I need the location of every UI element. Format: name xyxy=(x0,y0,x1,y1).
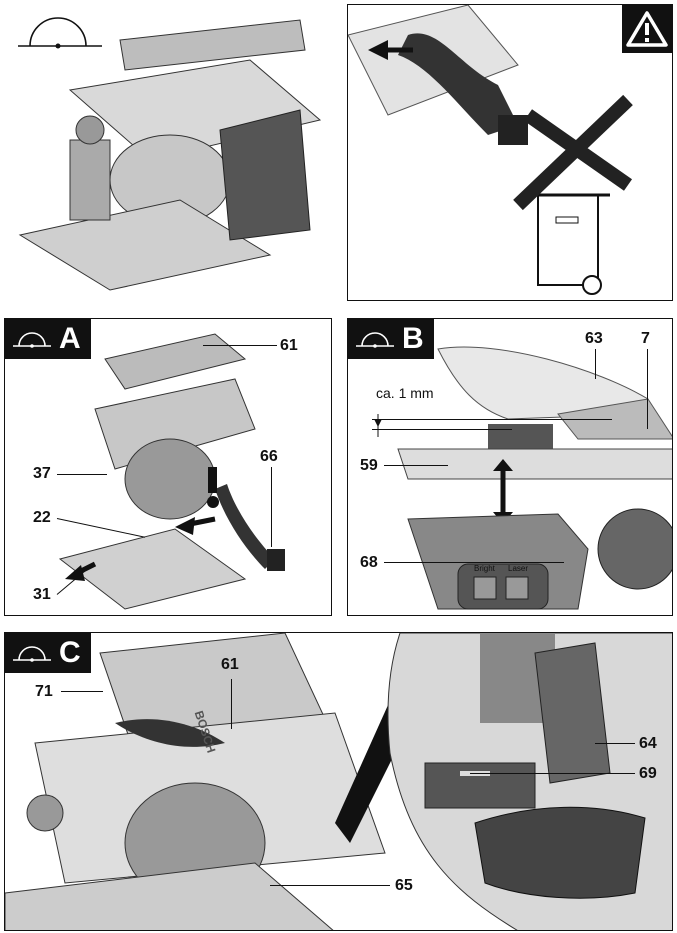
callout-71-c: 71 xyxy=(35,683,53,700)
figure-b-letter: B xyxy=(402,322,424,355)
gap-line-top xyxy=(372,419,612,420)
callout-71-leader-c xyxy=(61,691,103,692)
figure-c-drawing xyxy=(5,633,672,930)
gap-line-bottom xyxy=(372,429,512,430)
callout-66-leader-a xyxy=(271,467,272,547)
gap-annotation: ca. 1 mm xyxy=(376,385,434,401)
callout-61-a: 61 xyxy=(280,337,298,354)
figure-c-label: C xyxy=(5,633,91,673)
callout-64-leader-c xyxy=(595,743,635,744)
figure-b-panel: B ca. 1 mm Bright Laser 63 7 59 68 xyxy=(347,318,673,616)
saw-overview-drawing xyxy=(18,19,322,291)
callout-22-a: 22 xyxy=(33,509,51,526)
figure-c-letter: C xyxy=(59,636,81,669)
switch-label-laser: Laser xyxy=(508,564,529,573)
figure-a-letter: A xyxy=(59,322,81,355)
callout-68-leader-b xyxy=(384,562,564,563)
callout-7-leader-b xyxy=(647,349,648,429)
callout-69-leader-c xyxy=(470,773,635,774)
figure-a-drawing xyxy=(58,333,285,610)
callout-64-c: 64 xyxy=(639,735,657,752)
protractor-icon xyxy=(13,332,51,348)
protractor-icon xyxy=(18,17,102,49)
protractor-icon xyxy=(13,646,51,662)
figure-b-label: B xyxy=(348,319,434,359)
callout-7-b: 7 xyxy=(641,330,650,347)
callout-65-c: 65 xyxy=(395,877,413,894)
callout-61-leader-a xyxy=(203,345,277,346)
callout-59-b: 59 xyxy=(360,457,378,474)
disposal-drawing xyxy=(348,5,633,295)
callout-69-c: 69 xyxy=(639,765,657,782)
callout-31-a: 31 xyxy=(33,586,51,603)
figure-a-panel: A 61 37 66 22 31 xyxy=(4,318,332,616)
callout-66-a: 66 xyxy=(260,448,278,465)
callout-37-leader-a xyxy=(57,474,107,475)
figure-c-panel: C 61 71 64 69 65 BOSCH xyxy=(4,632,673,931)
disposal-warning-panel xyxy=(347,4,673,301)
callout-65-leader-c xyxy=(270,885,390,886)
callout-61-leader-c xyxy=(231,679,232,729)
callout-59-leader-b xyxy=(384,465,448,466)
saw-overview-illustration xyxy=(0,0,340,300)
callout-68-b: 68 xyxy=(360,554,378,571)
warning-badge xyxy=(622,5,672,53)
switch-label-bright: Bright xyxy=(474,564,495,573)
protractor-icon xyxy=(356,332,394,348)
callout-63-b: 63 xyxy=(585,330,603,347)
callout-63-leader-b xyxy=(595,349,596,379)
figure-a-label: A xyxy=(5,319,91,359)
warning-icon xyxy=(626,11,668,47)
callout-61-c: 61 xyxy=(221,656,239,673)
callout-37-a: 37 xyxy=(33,465,51,482)
figure-b-drawing xyxy=(374,346,672,610)
